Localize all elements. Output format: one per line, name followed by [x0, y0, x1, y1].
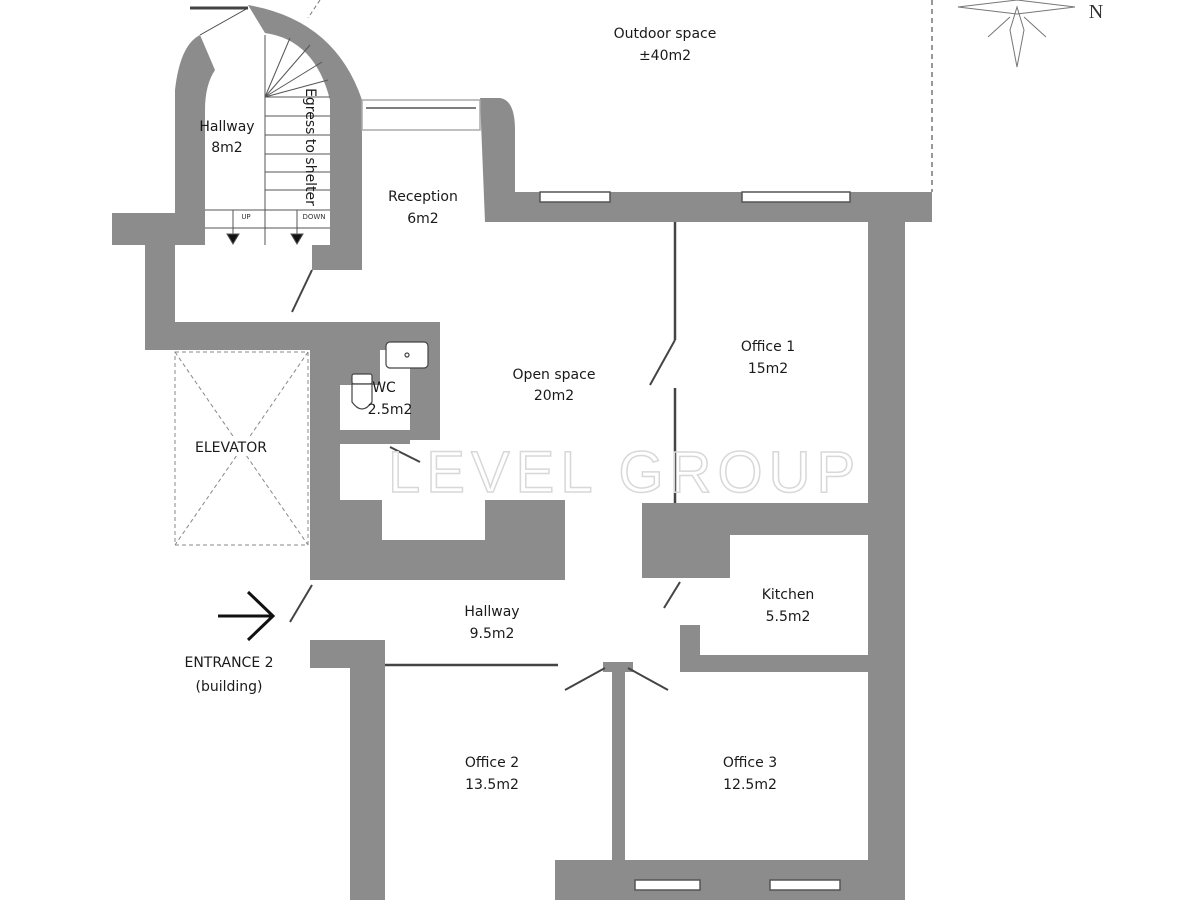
room-area: 12.5m2	[723, 777, 777, 793]
room-area: 20m2	[534, 388, 574, 404]
watermark: LEVEL GROUP	[388, 440, 861, 505]
room-name: Office 3	[723, 755, 777, 771]
room-area: 15m2	[748, 361, 788, 377]
room-name: Hallway	[464, 604, 519, 620]
compass-icon	[957, 0, 1076, 68]
compass-north-label: N	[1089, 1, 1103, 23]
room-name: Kitchen	[762, 587, 815, 603]
entrance-label: ENTRANCE 2	[184, 655, 273, 671]
walls	[112, 5, 932, 900]
room-name: Hallway	[199, 119, 254, 135]
room-area: 2.5m2	[368, 402, 413, 418]
wc-fixtures	[351, 341, 429, 410]
room-area: 5.5m2	[766, 609, 811, 625]
room-area: 6m2	[407, 211, 438, 227]
windows	[361, 99, 851, 891]
partitions	[190, 6, 681, 691]
room-area: ±40m2	[639, 48, 691, 64]
stairs-down-label: DOWN	[302, 213, 325, 221]
room-name: Office 1	[741, 339, 795, 355]
elevator-shaft	[174, 351, 309, 546]
entrance-arrow-icon	[218, 590, 276, 642]
staircase	[205, 35, 330, 245]
room-name: Reception	[388, 189, 458, 205]
room-name: Office 2	[465, 755, 519, 771]
stairs-up-label: UP	[241, 213, 250, 221]
room-area: 8m2	[211, 140, 242, 156]
room-name: Open space	[513, 367, 596, 383]
entrance-sublabel: (building)	[196, 679, 263, 695]
egress-label: Egress to shelter	[302, 88, 318, 206]
room-name: WC	[372, 380, 396, 396]
room-area: 9.5m2	[470, 626, 515, 642]
room-area: 13.5m2	[465, 777, 519, 793]
elevator-label: ELEVATOR	[195, 440, 267, 456]
room-name: Outdoor space	[614, 26, 717, 42]
